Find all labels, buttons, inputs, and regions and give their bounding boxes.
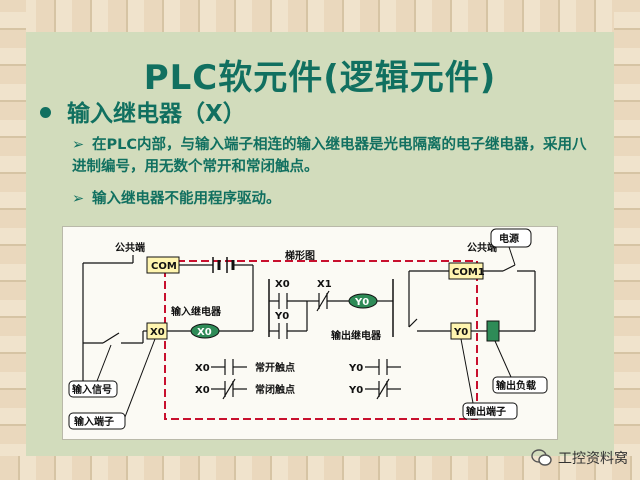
output-terminal-callout (462, 402, 518, 420)
arrow-bullet-icon: ➢ (72, 137, 85, 153)
bullet-dot-icon (40, 107, 51, 118)
watermark-text: 工控资料窝 (558, 451, 628, 467)
output-load-callout (492, 376, 548, 394)
input-terminal-callout (68, 412, 126, 430)
wechat-icon (531, 449, 552, 466)
slide-title: PLC软元件(逻辑元件) (143, 58, 497, 98)
output-terminal-label: 输出端子 (466, 405, 506, 418)
common-left-label: 公共端 (115, 241, 145, 254)
watermark: 工控资料窝 (531, 448, 628, 468)
arrow-bullet-icon: ➢ (72, 191, 85, 207)
legend-y0-no: Y0 (348, 363, 363, 374)
legend-no-label: 常开触点 (255, 361, 295, 374)
main-bullet: 输入继电器（X） (40, 94, 246, 128)
sub-bullet-2-text: 输入继电器不能用程序驱动。 (92, 191, 281, 207)
ladder-label: 梯形图 (285, 249, 315, 262)
com1-label: COM1 (452, 267, 485, 278)
input-terminal-label: 输入端子 (74, 415, 114, 428)
power-callout (490, 228, 532, 248)
legend-nc-label: 常闭触点 (255, 383, 295, 396)
slide: PLC软元件(逻辑元件) 输入继电器（X） ➢在PLC内部，与输入端子相连的输入… (26, 32, 614, 456)
ladder-x0-label: X0 (275, 279, 290, 290)
legend-x0-no: X0 (195, 363, 210, 374)
y0-coil-label: Y0 (354, 297, 369, 308)
sub-bullet-1-text: 在PLC内部，与输入端子相连的输入继电器是光电隔离的电子继电器，采用八进制编号，… (72, 137, 587, 175)
output-load-icon (486, 320, 500, 342)
decorative-frame-top (0, 0, 640, 32)
plc-boundary (164, 260, 478, 420)
sub-bullet-1: ➢在PLC内部，与输入端子相连的输入继电器是光电隔离的电子继电器，采用八进制编号… (72, 134, 592, 178)
ladder-x1-label: X1 (317, 279, 332, 290)
decorative-frame-right (614, 0, 640, 480)
input-switch-icon (102, 332, 120, 344)
y0-terminal-label: Y0 (453, 327, 468, 338)
main-bullet-text: 输入继电器（X） (67, 101, 246, 127)
decorative-frame-left (0, 0, 26, 480)
x0-coil-label: X0 (197, 327, 212, 338)
plc-wiring-diagram: 公共端 COM X0 输入继电器 X0 (62, 226, 558, 440)
sub-bullet-2: ➢ 输入继电器不能用程序驱动。 (72, 188, 281, 210)
common-right-label: 公共端 (467, 241, 497, 254)
input-relay-label: 输入继电器 (171, 305, 222, 318)
legend-y0-nc: Y0 (348, 385, 363, 396)
output-load-label: 输出负载 (496, 379, 536, 392)
wiring-svg: 公共端 COM X0 输入继电器 X0 (68, 228, 548, 430)
power-switch-icon (502, 264, 516, 272)
ladder-y0-label: Y0 (274, 311, 289, 322)
input-signal-callout (68, 380, 118, 398)
power-label: 电源 (499, 232, 519, 245)
input-signal-label: 输入信号 (72, 383, 112, 396)
output-relay-label: 输出继电器 (331, 329, 382, 342)
output-contact-icon (408, 318, 418, 328)
legend-x0-nc: X0 (195, 385, 210, 396)
x0-terminal-label: X0 (150, 327, 165, 338)
com-label: COM (151, 261, 177, 272)
